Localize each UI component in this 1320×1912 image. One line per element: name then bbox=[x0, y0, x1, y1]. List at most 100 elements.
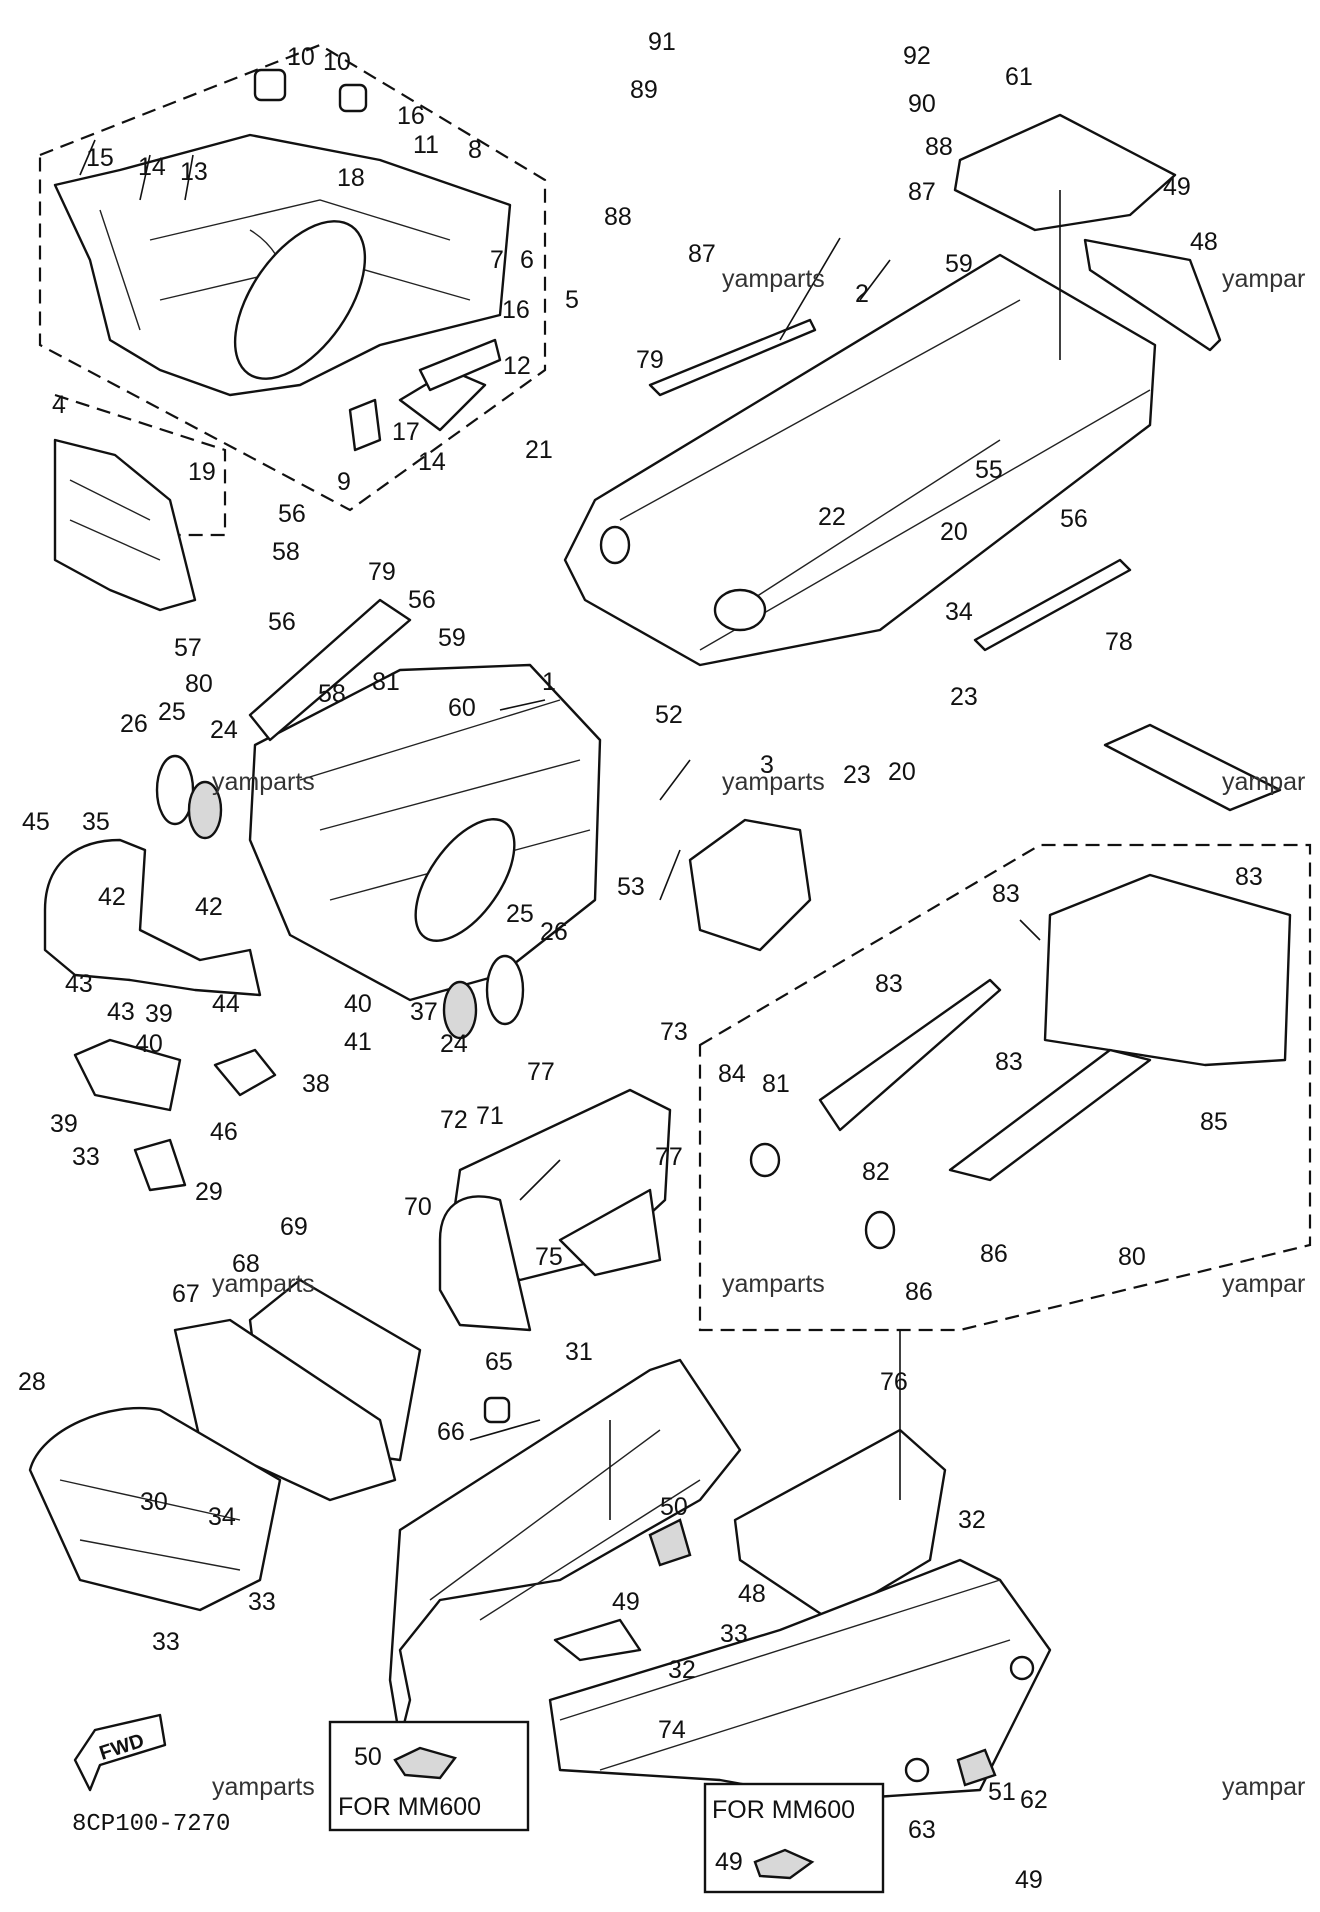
callout-79: 81 bbox=[762, 1070, 790, 1098]
callout-69: 73 bbox=[660, 1018, 688, 1046]
callout-14: 14 bbox=[418, 448, 446, 476]
callout-27: 28 bbox=[18, 1368, 46, 1396]
callout-86: 88 bbox=[604, 203, 632, 231]
callout-34: 34 bbox=[208, 1503, 236, 1531]
watermarks: yamparts yampar yamparts yamparts yampar… bbox=[212, 265, 1305, 1801]
callout-7: 7 bbox=[490, 246, 504, 274]
cowl-27-shape bbox=[28, 1406, 282, 1612]
tunnel-2-shape bbox=[563, 253, 1157, 667]
callout-14: 14 bbox=[138, 153, 166, 181]
callout-1: 1 bbox=[542, 668, 556, 696]
callout-46: 48 bbox=[1190, 228, 1218, 256]
callout-17: 17 bbox=[392, 418, 420, 446]
callout-30: 32 bbox=[958, 1506, 986, 1534]
callout-40: 40 bbox=[135, 1030, 163, 1058]
leader-lines bbox=[79, 139, 1061, 1520]
callout-33: 33 bbox=[72, 1143, 100, 1171]
callout-11: 11 bbox=[413, 131, 439, 159]
inset-note-label: FOR MM600 bbox=[338, 1793, 481, 1821]
callout-66: 70 bbox=[404, 1193, 432, 1221]
callout-62: 65 bbox=[485, 1348, 513, 1376]
callout-16: 16 bbox=[397, 102, 425, 130]
callout-83: 83 bbox=[992, 880, 1020, 908]
callout-24: 24 bbox=[440, 1030, 468, 1058]
watermark: yampar bbox=[1222, 1773, 1305, 1801]
callout-49: 50 bbox=[660, 1493, 688, 1521]
callout-72: 76 bbox=[880, 1368, 908, 1396]
callout-33: 33 bbox=[248, 1588, 276, 1616]
callout-6: 6 bbox=[520, 246, 534, 274]
callout-70: 74 bbox=[658, 1716, 686, 1744]
callout-60: 61 bbox=[1005, 63, 1033, 91]
callout-77: 81 bbox=[372, 668, 400, 696]
callout-8: 8 bbox=[468, 136, 482, 164]
callout-61: 63 bbox=[908, 1816, 936, 1844]
callout-49: 51 bbox=[988, 1778, 1016, 1806]
callout-59: 60 bbox=[448, 694, 476, 722]
callout-63: 67 bbox=[172, 1280, 200, 1308]
callout-67: 71 bbox=[476, 1102, 504, 1130]
callout-28: 29 bbox=[195, 1178, 223, 1206]
callout-26: 26 bbox=[120, 710, 148, 738]
callout-26: 26 bbox=[540, 918, 568, 946]
callout-18: 18 bbox=[337, 164, 365, 192]
callout-75: 78 bbox=[1105, 628, 1133, 656]
callout-9: 9 bbox=[337, 468, 351, 496]
callout-57: 58 bbox=[272, 538, 300, 566]
inset-box-mm600-49: FOR MM600 49 bbox=[703, 1782, 885, 1894]
assembly-outline-78 bbox=[698, 843, 1312, 1332]
pad-60-shape bbox=[953, 113, 1177, 232]
callout-55: 56 bbox=[268, 608, 296, 636]
callout-22: 20 bbox=[940, 518, 968, 546]
callout-5: 5 bbox=[565, 286, 579, 314]
callout-61: 62 bbox=[1020, 1786, 1048, 1814]
callout-81: 83 bbox=[995, 1048, 1023, 1076]
assembly-outline-5 bbox=[38, 43, 547, 512]
callout-83: 85 bbox=[1200, 1108, 1228, 1136]
watermark: yampar bbox=[1222, 265, 1305, 293]
svg-text:49: 49 bbox=[715, 1848, 743, 1876]
watermark: yampar bbox=[1222, 1270, 1305, 1298]
callout-68: 72 bbox=[440, 1106, 468, 1134]
callout-62: 66 bbox=[437, 1418, 465, 1446]
callout-12: 12 bbox=[503, 352, 531, 380]
callout-47: 49 bbox=[1163, 173, 1191, 201]
callout-48: 49 bbox=[1015, 1866, 1043, 1894]
callout-43: 43 bbox=[65, 970, 93, 998]
callout-labels: 10 10 16 11 8 15 14 13 18 6 7 5 16 12 17… bbox=[18, 28, 1263, 1894]
callout-29: 30 bbox=[140, 1488, 168, 1516]
callout-3: 3 bbox=[760, 751, 774, 779]
callout-54: 56 bbox=[1060, 505, 1088, 533]
bumper-35-shape bbox=[43, 838, 262, 997]
callout-45: 48 bbox=[738, 1580, 766, 1608]
watermark: yamparts bbox=[722, 768, 825, 796]
callout-84: 87 bbox=[908, 178, 936, 206]
callout-48: 49 bbox=[612, 1588, 640, 1616]
plate-80-shape bbox=[1043, 873, 1292, 1067]
callout-59: 59 bbox=[945, 250, 973, 278]
cover-30-shape bbox=[548, 1558, 1052, 1802]
callout-78: 80 bbox=[1118, 1243, 1146, 1271]
callout-19: 19 bbox=[188, 458, 216, 486]
callout-31: 31 bbox=[565, 1338, 593, 1366]
callout-44: 46 bbox=[210, 1118, 238, 1146]
callout-25: 25 bbox=[158, 698, 186, 726]
callout-10: 10 bbox=[323, 48, 351, 76]
inset-box-mm600-50: 50 FOR MM600 bbox=[328, 1720, 530, 1832]
callout-16: 16 bbox=[502, 296, 530, 324]
callout-65: 69 bbox=[280, 1213, 308, 1241]
callout-39: 39 bbox=[145, 1000, 173, 1028]
callout-43: 44 bbox=[212, 990, 240, 1018]
callout-2: 2 bbox=[855, 280, 869, 308]
callout-56: 56 bbox=[408, 586, 436, 614]
callout-23: 23 bbox=[950, 683, 978, 711]
watermark: yamparts bbox=[722, 265, 825, 293]
callout-87: 89 bbox=[630, 76, 658, 104]
callout-21: 21 bbox=[525, 436, 553, 464]
watermark: yamparts bbox=[212, 768, 315, 796]
fwd-arrow-icon bbox=[73, 1713, 167, 1792]
callout-25: 25 bbox=[506, 900, 534, 928]
callout-77: 80 bbox=[185, 670, 213, 698]
callout-23: 23 bbox=[843, 761, 871, 789]
